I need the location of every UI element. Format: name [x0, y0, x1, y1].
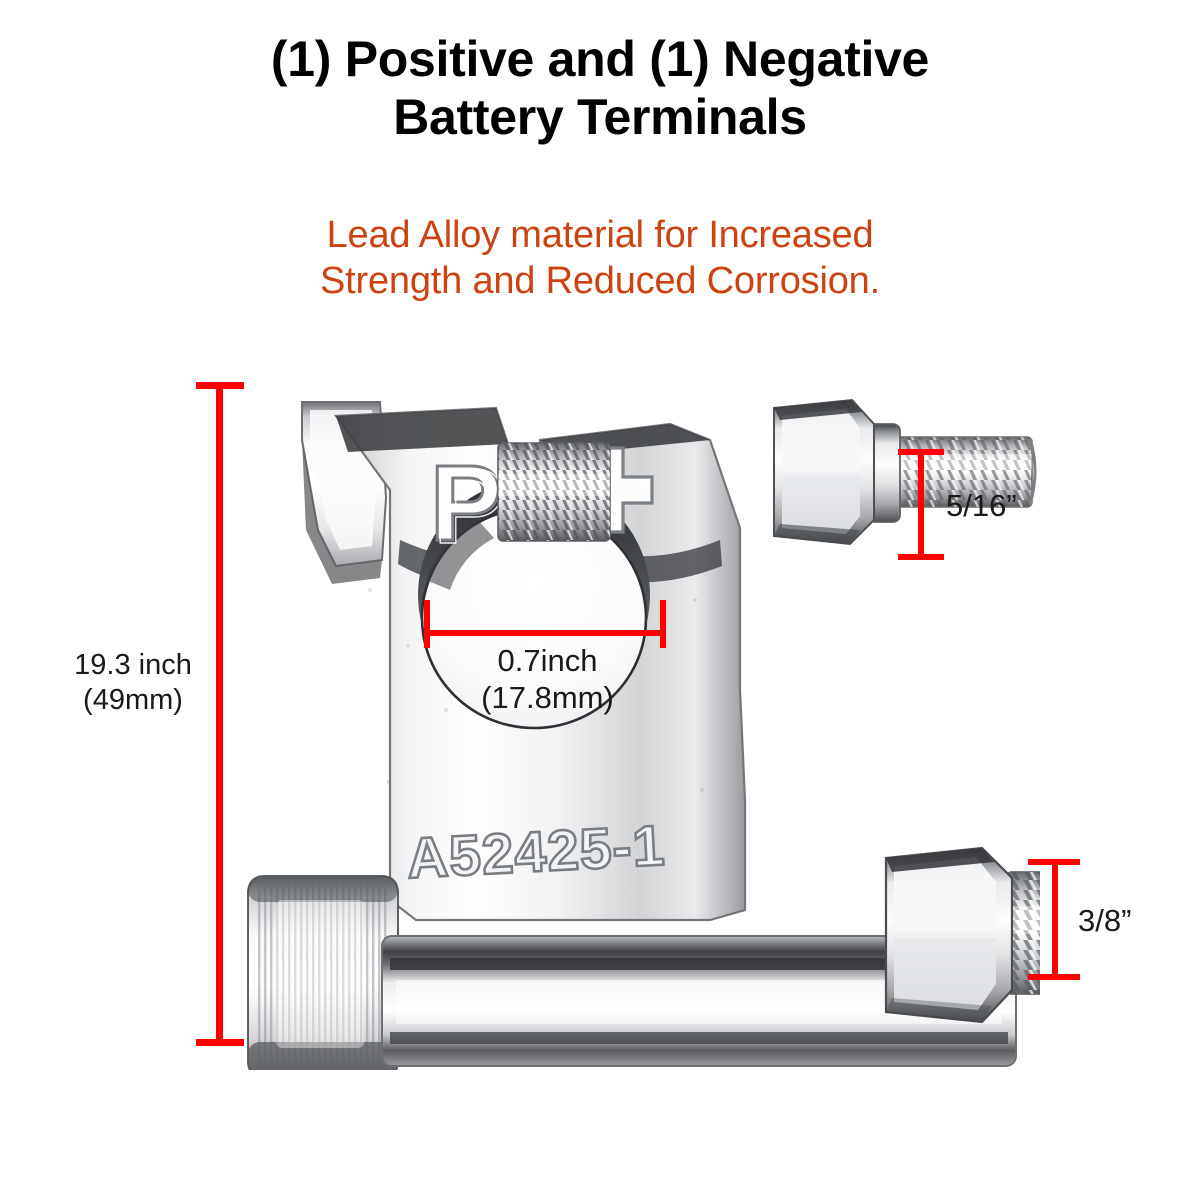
page-subtitle-line-1: Lead Alloy material for Increased: [326, 214, 874, 256]
overall-height-label-mm: (49mm): [83, 683, 183, 716]
bottom-stud-bottom-cap: [1028, 974, 1080, 980]
top-stud-bottom-cap: [898, 554, 944, 560]
bore-diameter-left-cap: [424, 600, 430, 648]
product-clamp-body: P P A52425-1: [333, 406, 747, 922]
page-title: (1) Positive and (1) Negative Battery Te…: [0, 30, 1200, 146]
product-polarity-letter-p: P: [430, 442, 502, 563]
bore-diameter-right-cap: [660, 600, 666, 648]
top-stud-top-cap: [898, 449, 944, 455]
svg-text:P: P: [433, 445, 505, 566]
product-knurled-nut: [247, 875, 399, 1070]
overall-height-label-inch: 19.3 inch: [74, 649, 192, 681]
page-title-line-2: Battery Terminals: [393, 89, 807, 145]
bottom-stud-label: 3/8”: [1078, 903, 1132, 938]
bottom-stud-top-cap: [1028, 859, 1080, 865]
overall-height-dimension-line: [216, 386, 223, 1046]
top-stud-dimension-line: [918, 452, 924, 560]
top-stud-label: 5/16”: [946, 488, 1017, 523]
product-image-battery-terminal: P P A52425-1: [247, 398, 1040, 1070]
bore-diameter-label-inch: 0.7inch: [497, 643, 598, 678]
overall-height-bottom-cap: [196, 1039, 244, 1046]
product-bottom-stud-assembly: [884, 846, 1040, 1024]
page-subtitle: Lead Alloy material for Increased Streng…: [0, 212, 1200, 305]
page-subtitle-line-2: Strength and Reduced Corrosion.: [320, 260, 880, 303]
overall-height-top-cap: [196, 382, 244, 389]
page-title-line-1: (1) Positive and (1) Negative: [270, 31, 930, 87]
bore-diameter-label: 0.7inch (17.8mm): [425, 642, 670, 716]
product-part-marking: A52425-1: [405, 814, 666, 891]
overall-height-label: 19.3 inch (49mm): [58, 648, 208, 718]
bottom-stud-dimension-line: [1052, 862, 1058, 980]
product-clamp-bolt: [497, 442, 611, 542]
bore-diameter-label-mm: (17.8mm): [481, 680, 614, 716]
bore-diameter-dimension-line: [427, 630, 665, 636]
